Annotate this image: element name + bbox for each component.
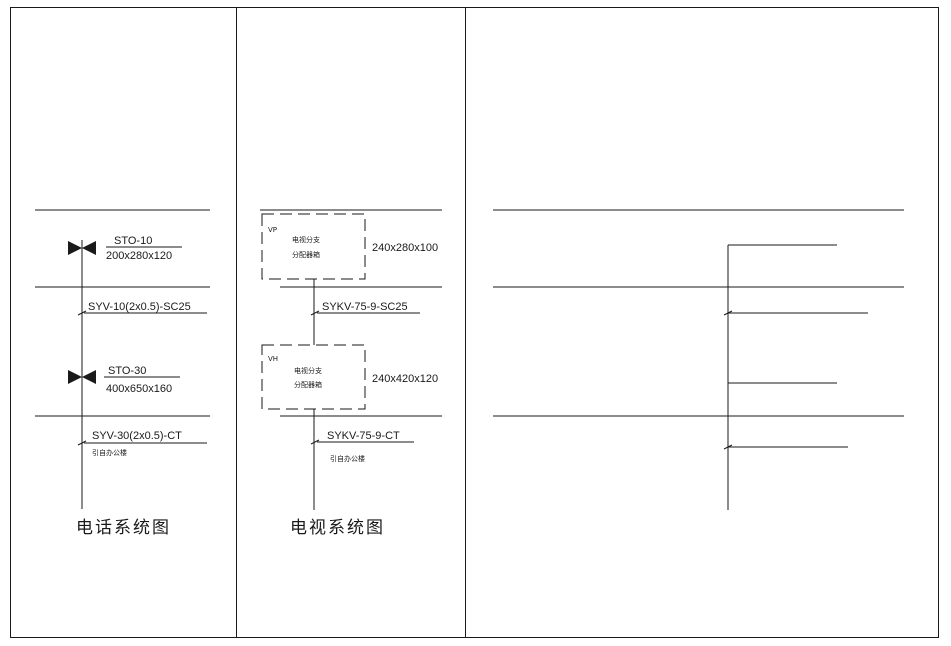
phone-box2-name: STO-30 [108, 365, 146, 377]
tv-box1-tag: VP [268, 226, 277, 234]
tv-box2-line2: 分配器箱 [294, 380, 322, 389]
tv-box2-size: 240x420x120 [372, 373, 438, 385]
phone-system-diagram: STO-10 200x280x120 SYV-10(2x0.5)-SC25 ST… [35, 209, 210, 538]
tv-box1-size: 240x280x100 [372, 242, 438, 254]
phone-box2-size: 400x650x160 [106, 383, 172, 395]
phone-cable1-label: SYV-10(2x0.5)-SC25 [88, 301, 191, 313]
tv-box1-line2: 分配器箱 [292, 250, 320, 259]
phone-box1-name: STO-10 [114, 235, 152, 247]
phone-system-caption: 电话系统图 [76, 518, 171, 538]
tv-box1-line1: 电视分支 [292, 235, 320, 244]
phone-source-note: 引自办公楼 [92, 448, 127, 457]
riser-schematic-panel [493, 209, 904, 510]
phone-terminal-box-icon-2 [68, 370, 96, 384]
tv-cable2-label: SYKV-75-9-CT [327, 430, 400, 442]
tv-source-note: 引自办公楼 [330, 454, 365, 463]
tv-system-diagram: VP 电视分支 分配器箱 240x280x100 SYKV-75-9-SC25 … [260, 209, 442, 538]
tv-distributor-box-vp [261, 213, 366, 280]
tv-box2-line1: 电视分支 [294, 366, 322, 375]
phone-cable2-label: SYV-30(2x0.5)-CT [92, 430, 182, 442]
tv-box2-tag: VH [268, 355, 278, 363]
tv-cable1-label: SYKV-75-9-SC25 [322, 301, 408, 313]
phone-box1-size: 200x280x120 [106, 250, 172, 262]
tv-system-caption: 电视系统图 [290, 518, 385, 538]
drawing-frame [10, 7, 939, 638]
tv-distributor-box-vh [261, 344, 366, 410]
phone-terminal-box-icon [68, 241, 96, 255]
